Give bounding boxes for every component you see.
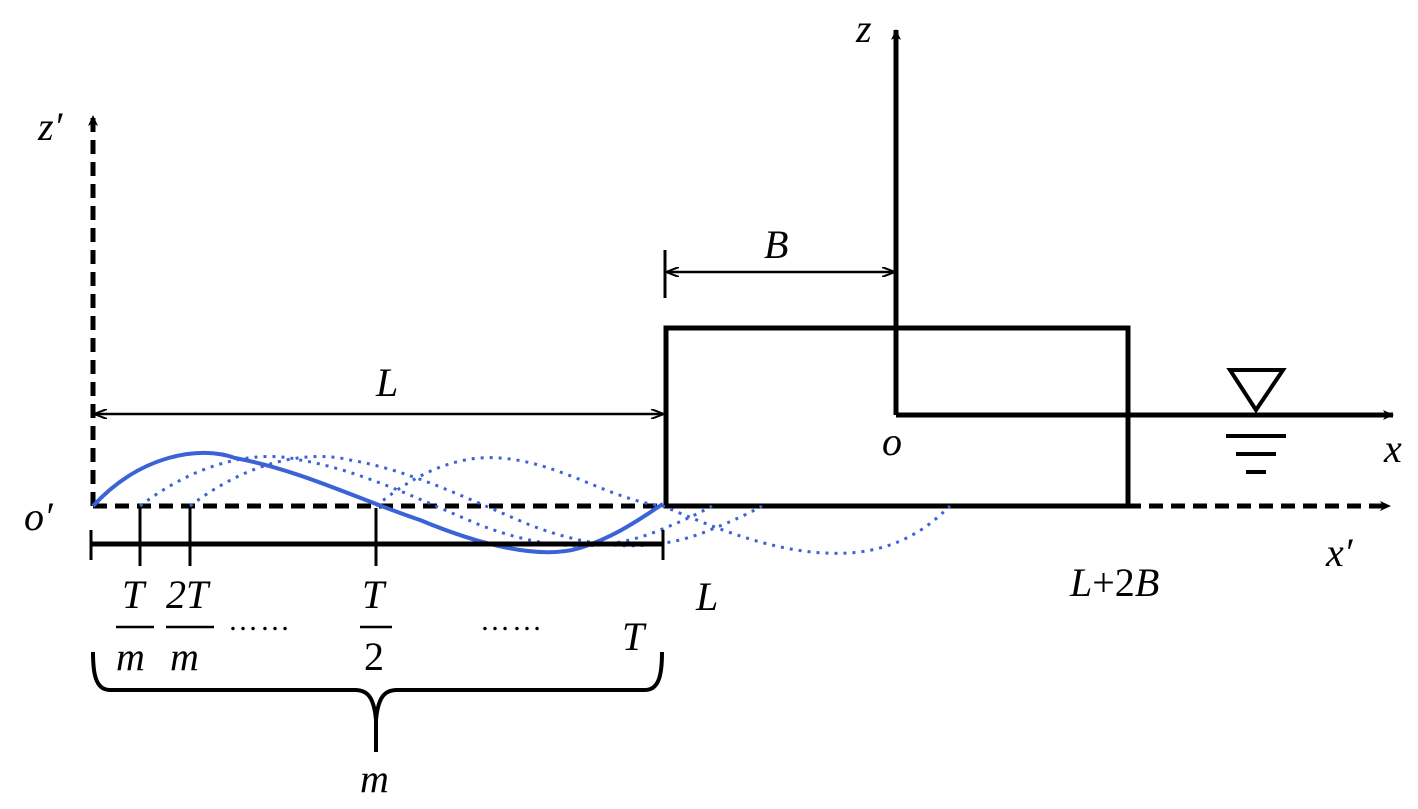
x-axis-label: x <box>1383 426 1402 471</box>
wave-solid <box>91 450 665 555</box>
x-mark-l-plus-2b-l: L <box>1069 560 1092 605</box>
z-prime-axis-label: z′ <box>37 104 64 149</box>
origin-prime-label: o′ <box>24 494 54 539</box>
water-level-icon <box>1226 368 1287 414</box>
tick-ellipsis-2: …… <box>480 604 544 637</box>
z-axis-label: z <box>855 6 872 51</box>
tick-label-t2-den: m <box>170 634 199 679</box>
x-mark-l-plus-2b: L+2B <box>1069 560 1159 605</box>
l-dimension-label: L <box>375 360 398 405</box>
wave-dotted-3 <box>375 456 952 555</box>
tick-label-t-end: T <box>622 614 647 659</box>
x-mark-l-plus-2b-b: B <box>1135 560 1159 605</box>
tick-label-t1-num: T <box>122 572 147 617</box>
b-dimension-label: B <box>764 222 788 267</box>
wave-dotted-2 <box>189 454 763 548</box>
tick-label-t1-den: m <box>116 634 145 679</box>
tick-ellipsis-1: …… <box>228 604 292 637</box>
x-mark-l: L <box>695 574 718 619</box>
floating-body <box>663 325 1131 509</box>
wave-dotted-1 <box>139 454 713 548</box>
brace-label-m: m <box>360 756 389 801</box>
period-brace <box>91 651 664 752</box>
origin-label: o <box>882 419 902 464</box>
tick-label-half-num: T <box>362 572 387 617</box>
x-mark-l-plus-2b-plus2: +2 <box>1092 560 1135 605</box>
tick-label-half-den: 2 <box>364 634 384 679</box>
tick-label-t2-num: 2T <box>166 572 211 617</box>
x-prime-axis-label: x′ <box>1325 530 1354 575</box>
